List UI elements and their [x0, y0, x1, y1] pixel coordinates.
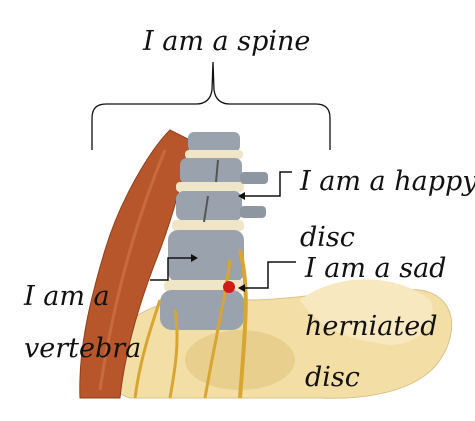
sad-disc-pointer	[240, 261, 296, 289]
disc-3	[172, 220, 244, 231]
vertebra-3	[176, 191, 242, 221]
vertebra-1	[188, 132, 240, 152]
spine-brace	[91, 61, 331, 150]
vertebra-2	[180, 158, 242, 184]
sad-disc-label-line2: herniated	[305, 311, 438, 342]
sad-disc-label-line3: disc	[305, 362, 360, 393]
nerve	[238, 249, 248, 399]
sacrum-shadow	[185, 330, 295, 390]
vertebra-label-line1: I am a	[24, 281, 110, 312]
sad-disc-label-line1: I am a sad	[305, 253, 447, 284]
pelvis-wing	[300, 279, 433, 345]
muscle	[79, 129, 191, 399]
happy-disc-pointer	[240, 171, 292, 197]
herniation-dot	[223, 281, 235, 293]
vertebra-pointer	[150, 257, 196, 281]
happy-disc-label-line2: disc	[300, 222, 355, 253]
vertebra-label-line2: vertebra	[24, 333, 142, 364]
happy-disc-label-line1: I am a happy	[300, 166, 475, 197]
vertebra-4	[168, 230, 244, 282]
disc-1	[185, 150, 243, 159]
vertebra-5	[160, 290, 244, 330]
spine-label: I am a spine	[143, 26, 311, 57]
disc-2	[176, 182, 244, 192]
